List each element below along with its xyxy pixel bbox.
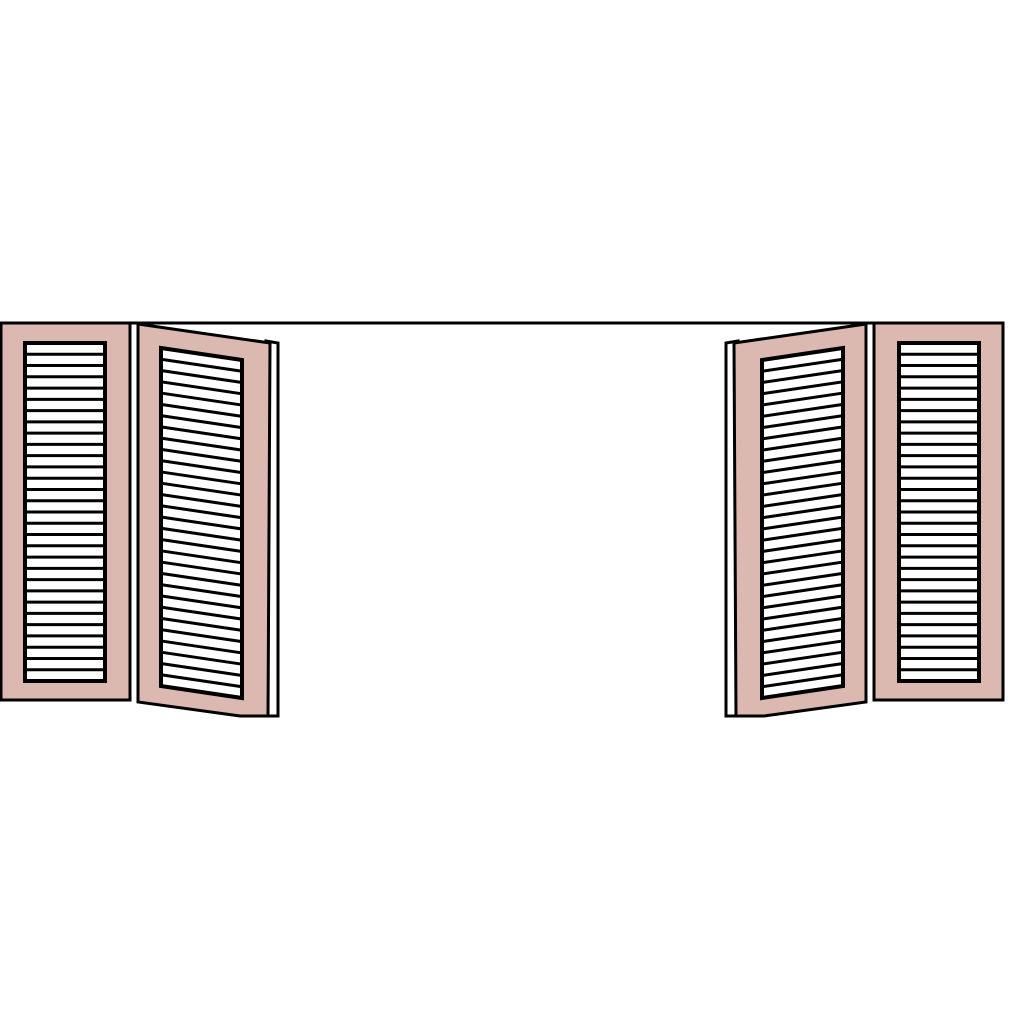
left-inner-slat	[160, 661, 243, 677]
right-inner-slat	[761, 459, 844, 475]
right-inner-slat	[761, 357, 844, 373]
left-inner-slat	[160, 560, 243, 576]
left-inner-slat	[160, 616, 243, 632]
left-inner-slat	[160, 380, 243, 396]
right-inner-slat	[761, 661, 844, 677]
right-inner-slat	[761, 447, 844, 463]
left-inner-slat	[160, 504, 243, 520]
right-inner-slat	[761, 526, 844, 542]
left-inner-slat	[160, 492, 243, 508]
right-inner-slat	[761, 504, 844, 520]
right-inner-slat	[761, 673, 844, 689]
left-inner-slat	[160, 470, 243, 486]
left-inner-slat	[160, 650, 243, 666]
right-inner-slat	[761, 549, 844, 565]
left-inner-slat	[160, 391, 243, 407]
left-inner-slat	[160, 628, 243, 644]
left-inner-slat	[160, 673, 243, 689]
right-inner-slat	[761, 414, 844, 430]
left-inner-slat	[160, 594, 243, 610]
left-inner-slat	[160, 357, 243, 373]
right-inner-slat	[761, 380, 844, 396]
left-inner-slat	[160, 369, 243, 385]
left-inner-slat	[160, 459, 243, 475]
right-inner-slat	[761, 639, 844, 655]
left-inner-slat	[160, 583, 243, 599]
left-inner-slat	[160, 526, 243, 542]
left-inner-slat	[160, 425, 243, 441]
left-inner-slat	[160, 481, 243, 497]
right-inner-slat	[761, 583, 844, 599]
right-inner-slat	[761, 402, 844, 418]
right-inner-slat	[761, 425, 844, 441]
right-inner-slat	[761, 594, 844, 610]
left-shutter-pair	[0, 321, 280, 718]
left-inner-slat	[160, 414, 243, 430]
left-inner-slat	[160, 605, 243, 621]
right-inner-slat	[761, 628, 844, 644]
left-inner-slat	[160, 538, 243, 554]
left-inner-slat	[160, 436, 243, 452]
right-inner-slat	[761, 481, 844, 497]
left-inner-slat	[160, 447, 243, 463]
right-inner-slat	[761, 616, 844, 632]
right-inner-slat	[761, 650, 844, 666]
right-inner-slat	[761, 391, 844, 407]
right-inner-slat	[761, 605, 844, 621]
left-inner-slat	[160, 549, 243, 565]
right-inner-slat	[761, 515, 844, 531]
right-inner-slat	[761, 492, 844, 508]
right-inner-slat	[761, 538, 844, 554]
right-inner-slat	[761, 369, 844, 385]
right-shutter-pair	[724, 321, 1005, 718]
right-inner-slat	[761, 571, 844, 587]
right-inner-slat	[761, 560, 844, 576]
right-inner-slat	[761, 436, 844, 452]
left-inner-slat	[160, 571, 243, 587]
left-inner-slat	[160, 639, 243, 655]
left-inner-slat	[160, 402, 243, 418]
right-inner-slat	[761, 470, 844, 486]
left-inner-slat	[160, 515, 243, 531]
